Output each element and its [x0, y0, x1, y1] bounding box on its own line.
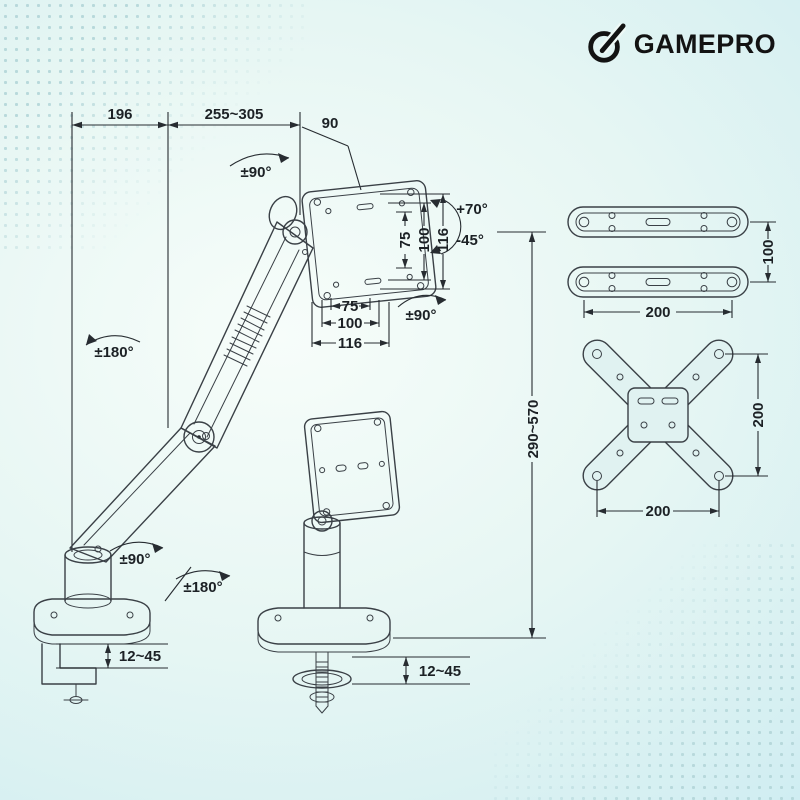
- dot-pattern-bottom-right: [490, 540, 800, 800]
- arm-upper-segment: [180, 221, 314, 449]
- dim-clamp-left: 12~45: [56, 643, 168, 669]
- dim-label-cross-200w: 200: [645, 503, 670, 520]
- dim-width-196: 196: [72, 106, 168, 129]
- rotation-top-90-label: ±90°: [241, 164, 272, 181]
- dim-label-vesa-h-100: 100: [337, 315, 362, 332]
- dim-label-clamp-left: 12~45: [119, 648, 161, 665]
- dim-height-range: 290~570: [525, 232, 542, 638]
- dim-label-vesa-h-116: 116: [338, 335, 362, 352]
- vesa-plate-grommet: [303, 410, 401, 524]
- dim-label-height-range: 290~570: [525, 400, 542, 459]
- gas-spring-vents: [223, 305, 271, 367]
- dim-label-vesa-v-116: 116: [435, 228, 452, 252]
- dim-label-cross-200h: 200: [750, 402, 767, 427]
- brand-name: GAMEPRO: [633, 28, 776, 59]
- vesa-head-plate: [301, 180, 437, 308]
- brand-logo: GAMEPRO: [584, 22, 776, 66]
- arm-lower-segment: [69, 427, 216, 563]
- rotation-base-180: ±180°: [164, 566, 231, 602]
- rotation-base-90-label: ±90°: [120, 551, 151, 568]
- rotation-arm-180-label: ±180°: [94, 344, 133, 361]
- dim-vesa-horizontal: 75 100 116: [311, 298, 390, 352]
- dim-label-vesa-v-75: 75: [397, 232, 414, 249]
- tilt-up-label: +70°: [456, 201, 487, 218]
- dim-label-90: 90: [322, 115, 339, 132]
- vesa-adapter-cross: [582, 339, 734, 491]
- dim-label-adapter-200w: 200: [645, 304, 670, 321]
- dim-width-90: 90: [301, 115, 349, 147]
- rotation-head-90: ±90°: [397, 294, 447, 324]
- gamepro-logo-icon: [587, 22, 626, 63]
- rotation-top-90: ±90°: [229, 153, 290, 181]
- grommet-bolt: [292, 651, 352, 714]
- dim-label-255-305: 255~305: [205, 106, 264, 123]
- dim-label-clamp-right: 12~45: [419, 663, 461, 680]
- dim-width-255-305: 255~305: [168, 106, 300, 129]
- arm-elbow-joint: [183, 421, 215, 453]
- desk-clamp-base: [33, 546, 151, 704]
- dim-label-vesa-h-75: 75: [342, 298, 359, 315]
- dim-label-adapter-100: 100: [760, 239, 777, 264]
- rotation-head-90-label: ±90°: [406, 307, 437, 324]
- rotation-base-90: ±90°: [109, 541, 164, 568]
- dim-vesa-vertical: 75 100 116: [380, 193, 452, 290]
- dim-adapter-cross: 200 200: [596, 353, 768, 520]
- dim-clamp-right: 12~45: [352, 656, 470, 685]
- tilt-down-label: -45°: [456, 232, 484, 249]
- dim-label-vesa-v-100: 100: [416, 227, 433, 252]
- rotation-base-180-label: ±180°: [183, 579, 222, 596]
- tilt-annotation: +70° -45°: [430, 198, 488, 255]
- vesa-adapter-bars: [567, 206, 749, 298]
- c-clamp: [41, 643, 97, 685]
- dim-label-196: 196: [107, 106, 132, 123]
- dim-adapter-bars: 100 200: [583, 221, 777, 321]
- grommet-pole-assembly: [257, 410, 401, 714]
- arm-head-joint: [268, 195, 308, 245]
- extension-lines: [71, 112, 546, 639]
- rotation-arm-180: ±180°: [85, 334, 141, 361]
